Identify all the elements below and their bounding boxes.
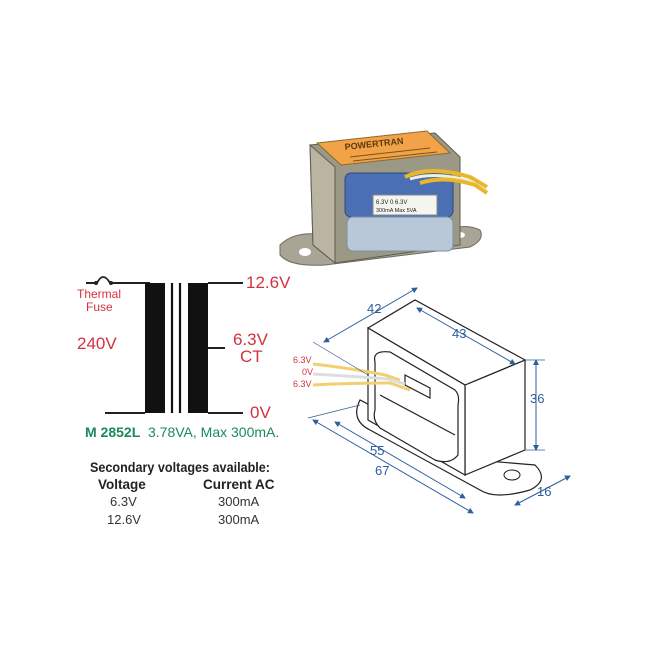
table-row-current: 300mA bbox=[218, 512, 260, 527]
dim-height: 36 bbox=[530, 391, 545, 406]
table-title: Secondary voltages available: bbox=[90, 459, 270, 475]
dim-base-outer: 67 bbox=[375, 463, 390, 478]
winding-tag-line1: 6.3V 0 6.3V bbox=[376, 200, 407, 206]
primary-voltage-label: 240V bbox=[77, 334, 117, 353]
column-header-current: Current AC bbox=[203, 477, 275, 492]
table-row-current: 300mA bbox=[218, 494, 260, 509]
dim-foot-width: 16 bbox=[537, 484, 552, 499]
lead-label-top: 6.3V bbox=[293, 355, 312, 365]
table-row-voltage: 6.3V bbox=[110, 494, 137, 509]
fuse-label-line2: Fuse bbox=[86, 300, 113, 314]
secondary-center-voltage: 6.3V bbox=[233, 330, 268, 349]
transformer-photo: POWERTRAN 6.3V 0 6.3V 300mA Max 5VA bbox=[255, 95, 535, 275]
center-tap-label: CT bbox=[240, 347, 263, 366]
lead-label-center: 0V bbox=[302, 367, 314, 377]
fuse-label-line1: Thermal bbox=[77, 287, 122, 301]
secondary-bottom-voltage: 0V bbox=[250, 403, 271, 422]
winding-tag-line2: 300mA Max 5VA bbox=[376, 208, 417, 214]
secondary-top-voltage: 12.6V bbox=[246, 273, 291, 292]
dim-depth-top: 43 bbox=[452, 326, 467, 341]
dim-width-top: 42 bbox=[367, 301, 382, 316]
lead-label-bottom: 6.3V bbox=[293, 379, 312, 389]
dim-base-inner: 55 bbox=[370, 443, 385, 458]
column-header-voltage: Voltage bbox=[98, 477, 146, 492]
dimension-drawing bbox=[280, 280, 580, 520]
rating-text: 3.78VA, Max 300mA. bbox=[148, 424, 280, 440]
table-row-voltage: 12.6V bbox=[107, 512, 141, 527]
model-number: M 2852L bbox=[85, 424, 141, 440]
